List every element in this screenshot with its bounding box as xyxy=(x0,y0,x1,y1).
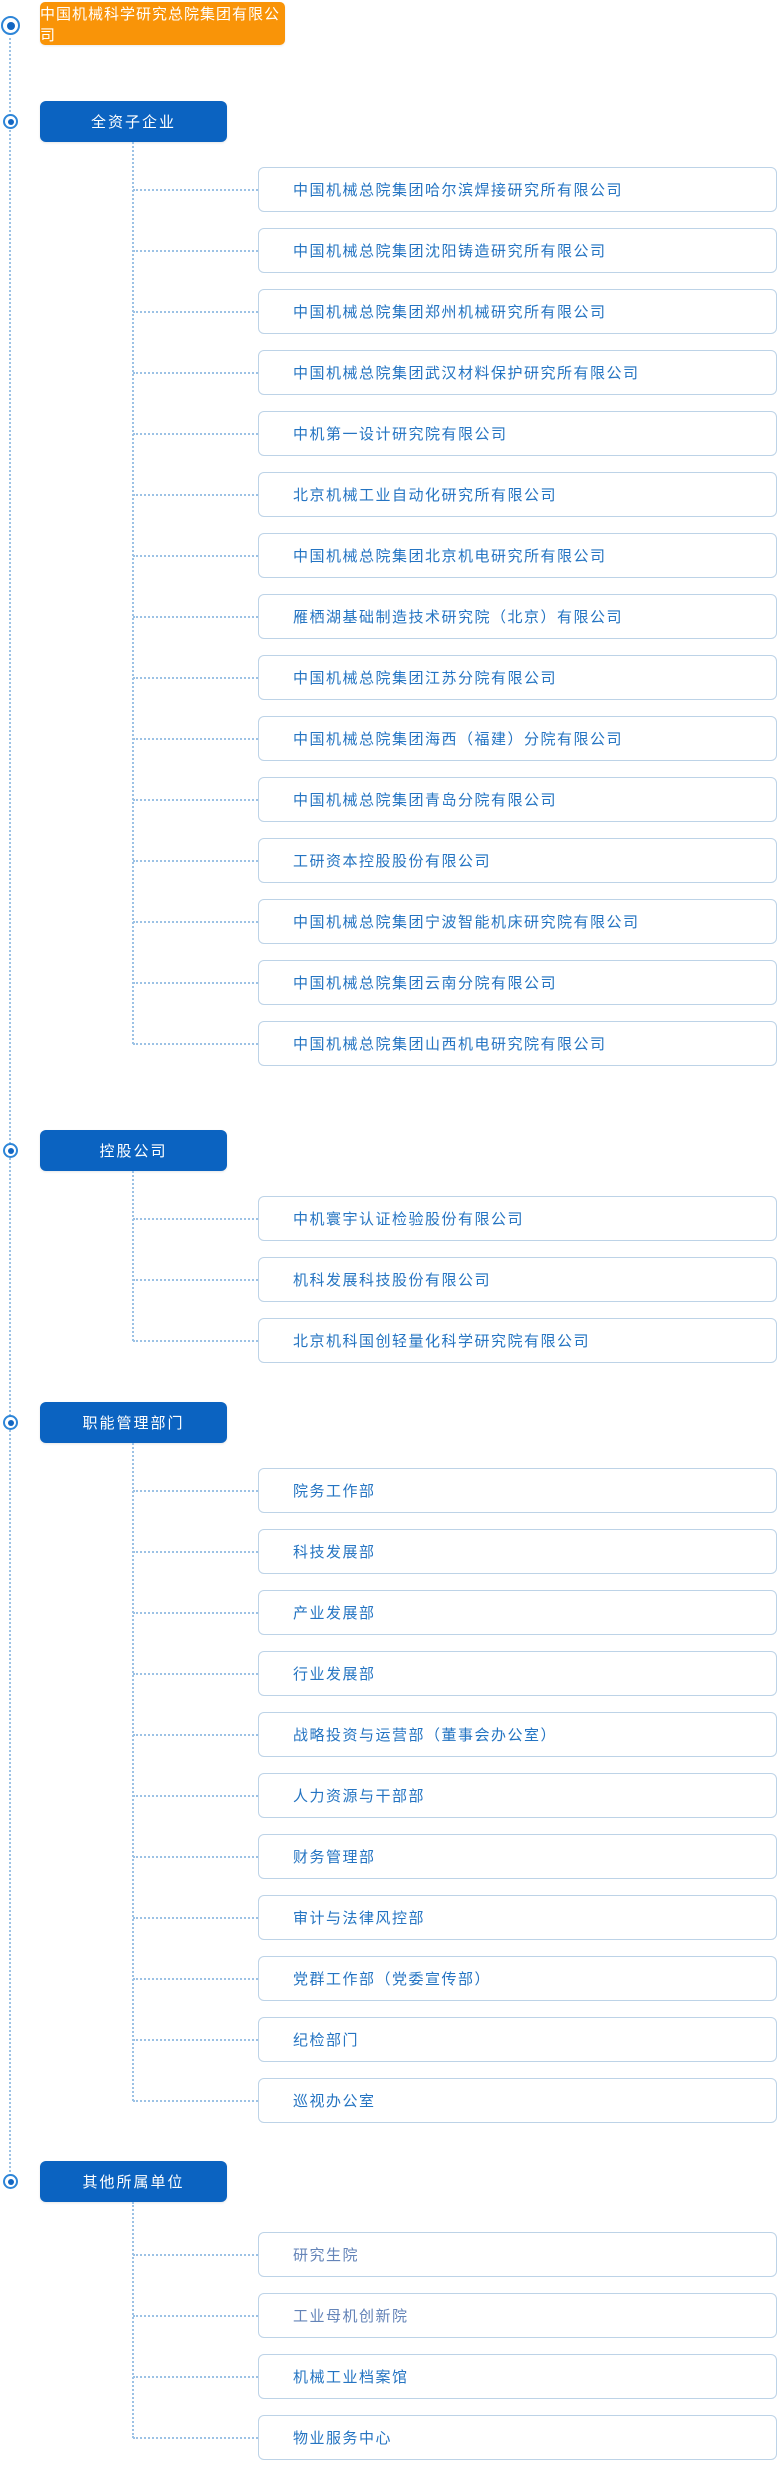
item-row: 战略投资与运营部（董事会办公室） xyxy=(133,1712,777,1757)
item-list: 中国机械总院集团哈尔滨焊接研究所有限公司 中国机械总院集团沈阳铸造研究所有限公司… xyxy=(0,167,779,1066)
trunk-dotted-line xyxy=(132,2202,134,2438)
org-item[interactable]: 财务管理部 xyxy=(258,1834,777,1879)
group-header-row: 其他所属单位 xyxy=(0,2161,779,2202)
item-row: 科技发展部 xyxy=(133,1529,777,1574)
item-row: 审计与法律风控部 xyxy=(133,1895,777,1940)
item-row: 北京机械工业自动化研究所有限公司 xyxy=(133,472,777,517)
org-item[interactable]: 中国机械总院集团山西机电研究院有限公司 xyxy=(258,1021,777,1066)
org-item[interactable]: 北京机科国创轻量化科学研究院有限公司 xyxy=(258,1318,777,1363)
org-item[interactable]: 中国机械总院集团沈阳铸造研究所有限公司 xyxy=(258,228,777,273)
left-rail-dotted-line xyxy=(9,33,11,2180)
org-item[interactable]: 中机寰宇认证检验股份有限公司 xyxy=(258,1196,777,1241)
item-list: 中机寰宇认证检验股份有限公司 机科发展科技股份有限公司 北京机科国创轻量化科学研… xyxy=(0,1196,779,1363)
category-node[interactable]: 全资子企业 xyxy=(40,101,227,142)
item-row: 中国机械总院集团沈阳铸造研究所有限公司 xyxy=(133,228,777,273)
group-holding-companies: 控股公司 中机寰宇认证检验股份有限公司 机科发展科技股份有限公司 北京机科国创轻… xyxy=(0,1130,779,1363)
radio-dot-icon xyxy=(3,1143,18,1158)
org-item[interactable]: 产业发展部 xyxy=(258,1590,777,1635)
item-row: 北京机科国创轻量化科学研究院有限公司 xyxy=(133,1318,777,1363)
group-wholly-owned-subsidiaries: 全资子企业 中国机械总院集团哈尔滨焊接研究所有限公司 中国机械总院集团沈阳铸造研… xyxy=(0,101,779,1066)
item-row: 机械工业档案馆 xyxy=(133,2354,777,2399)
item-row: 工业母机创新院 xyxy=(133,2293,777,2338)
org-item[interactable]: 科技发展部 xyxy=(258,1529,777,1574)
org-item[interactable]: 研究生院 xyxy=(258,2232,777,2277)
item-row: 产业发展部 xyxy=(133,1590,777,1635)
org-item[interactable]: 党群工作部（党委宣传部） xyxy=(258,1956,777,2001)
item-row: 中国机械总院集团江苏分院有限公司 xyxy=(133,655,777,700)
item-row: 中国机械总院集团海西（福建）分院有限公司 xyxy=(133,716,777,761)
radio-dot-icon xyxy=(3,1415,18,1430)
org-item[interactable]: 院务工作部 xyxy=(258,1468,777,1513)
root-node[interactable]: 中国机械科学研究总院集团有限公司 xyxy=(40,2,285,45)
trunk-dotted-line xyxy=(132,142,134,1044)
item-list: 院务工作部 科技发展部 产业发展部 行业发展部 战略投资与运营部（董事会办公室）… xyxy=(0,1468,779,2123)
org-item[interactable]: 中机第一设计研究院有限公司 xyxy=(258,411,777,456)
item-row: 中国机械总院集团宁波智能机床研究院有限公司 xyxy=(133,899,777,944)
org-item[interactable]: 北京机械工业自动化研究所有限公司 xyxy=(258,472,777,517)
group-header-row: 控股公司 xyxy=(0,1130,779,1171)
item-row: 中国机械总院集团青岛分院有限公司 xyxy=(133,777,777,822)
radio-dot-icon xyxy=(3,2174,18,2189)
org-item[interactable]: 巡视办公室 xyxy=(258,2078,777,2123)
item-row: 中机第一设计研究院有限公司 xyxy=(133,411,777,456)
org-item[interactable]: 机械工业档案馆 xyxy=(258,2354,777,2399)
org-item[interactable]: 雁栖湖基础制造技术研究院（北京）有限公司 xyxy=(258,594,777,639)
org-item[interactable]: 中国机械总院集团江苏分院有限公司 xyxy=(258,655,777,700)
item-row: 雁栖湖基础制造技术研究院（北京）有限公司 xyxy=(133,594,777,639)
item-row: 中国机械总院集团哈尔滨焊接研究所有限公司 xyxy=(133,167,777,212)
item-row: 中国机械总院集团山西机电研究院有限公司 xyxy=(133,1021,777,1066)
org-item[interactable]: 中国机械总院集团武汉材料保护研究所有限公司 xyxy=(258,350,777,395)
item-row: 中国机械总院集团武汉材料保护研究所有限公司 xyxy=(133,350,777,395)
item-row: 中国机械总院集团云南分院有限公司 xyxy=(133,960,777,1005)
org-item[interactable]: 战略投资与运营部（董事会办公室） xyxy=(258,1712,777,1757)
item-list: 研究生院 工业母机创新院 机械工业档案馆 物业服务中心 xyxy=(0,2232,779,2460)
group-other-units: 其他所属单位 研究生院 工业母机创新院 机械工业档案馆 物业服务中心 xyxy=(0,2161,779,2460)
category-node[interactable]: 控股公司 xyxy=(40,1130,227,1171)
org-item[interactable]: 中国机械总院集团宁波智能机床研究院有限公司 xyxy=(258,899,777,944)
item-row: 中国机械总院集团郑州机械研究所有限公司 xyxy=(133,289,777,334)
item-row: 机科发展科技股份有限公司 xyxy=(133,1257,777,1302)
org-item[interactable]: 中国机械总院集团郑州机械研究所有限公司 xyxy=(258,289,777,334)
org-item[interactable]: 中国机械总院集团青岛分院有限公司 xyxy=(258,777,777,822)
item-row: 工研资本控股股份有限公司 xyxy=(133,838,777,883)
item-row: 人力资源与干部部 xyxy=(133,1773,777,1818)
org-item[interactable]: 中国机械总院集团北京机电研究所有限公司 xyxy=(258,533,777,578)
org-item[interactable]: 工业母机创新院 xyxy=(258,2293,777,2338)
org-item[interactable]: 行业发展部 xyxy=(258,1651,777,1696)
item-row: 院务工作部 xyxy=(133,1468,777,1513)
radio-dot-icon xyxy=(1,16,20,35)
trunk-dotted-line xyxy=(132,1443,134,2101)
category-node[interactable]: 其他所属单位 xyxy=(40,2161,227,2202)
item-row: 中机寰宇认证检验股份有限公司 xyxy=(133,1196,777,1241)
org-item[interactable]: 审计与法律风控部 xyxy=(258,1895,777,1940)
group-header-row: 职能管理部门 xyxy=(0,1402,779,1443)
item-row: 巡视办公室 xyxy=(133,2078,777,2123)
item-row: 研究生院 xyxy=(133,2232,777,2277)
org-item[interactable]: 工研资本控股股份有限公司 xyxy=(258,838,777,883)
org-item[interactable]: 物业服务中心 xyxy=(258,2415,777,2460)
item-row: 财务管理部 xyxy=(133,1834,777,1879)
item-row: 纪检部门 xyxy=(133,2017,777,2062)
org-item[interactable]: 中国机械总院集团哈尔滨焊接研究所有限公司 xyxy=(258,167,777,212)
group-management-departments: 职能管理部门 院务工作部 科技发展部 产业发展部 行业发展部 战略投资与运营部（… xyxy=(0,1402,779,2123)
root-node-row: 中国机械科学研究总院集团有限公司 xyxy=(0,2,779,45)
item-row: 党群工作部（党委宣传部） xyxy=(133,1956,777,2001)
category-node[interactable]: 职能管理部门 xyxy=(40,1402,227,1443)
org-item[interactable]: 机科发展科技股份有限公司 xyxy=(258,1257,777,1302)
item-row: 中国机械总院集团北京机电研究所有限公司 xyxy=(133,533,777,578)
item-row: 物业服务中心 xyxy=(133,2415,777,2460)
org-item[interactable]: 人力资源与干部部 xyxy=(258,1773,777,1818)
org-item[interactable]: 中国机械总院集团海西（福建）分院有限公司 xyxy=(258,716,777,761)
org-item[interactable]: 纪检部门 xyxy=(258,2017,777,2062)
org-item[interactable]: 中国机械总院集团云南分院有限公司 xyxy=(258,960,777,1005)
item-row: 行业发展部 xyxy=(133,1651,777,1696)
radio-dot-icon xyxy=(3,114,18,129)
trunk-dotted-line xyxy=(132,1171,134,1341)
group-header-row: 全资子企业 xyxy=(0,101,779,142)
